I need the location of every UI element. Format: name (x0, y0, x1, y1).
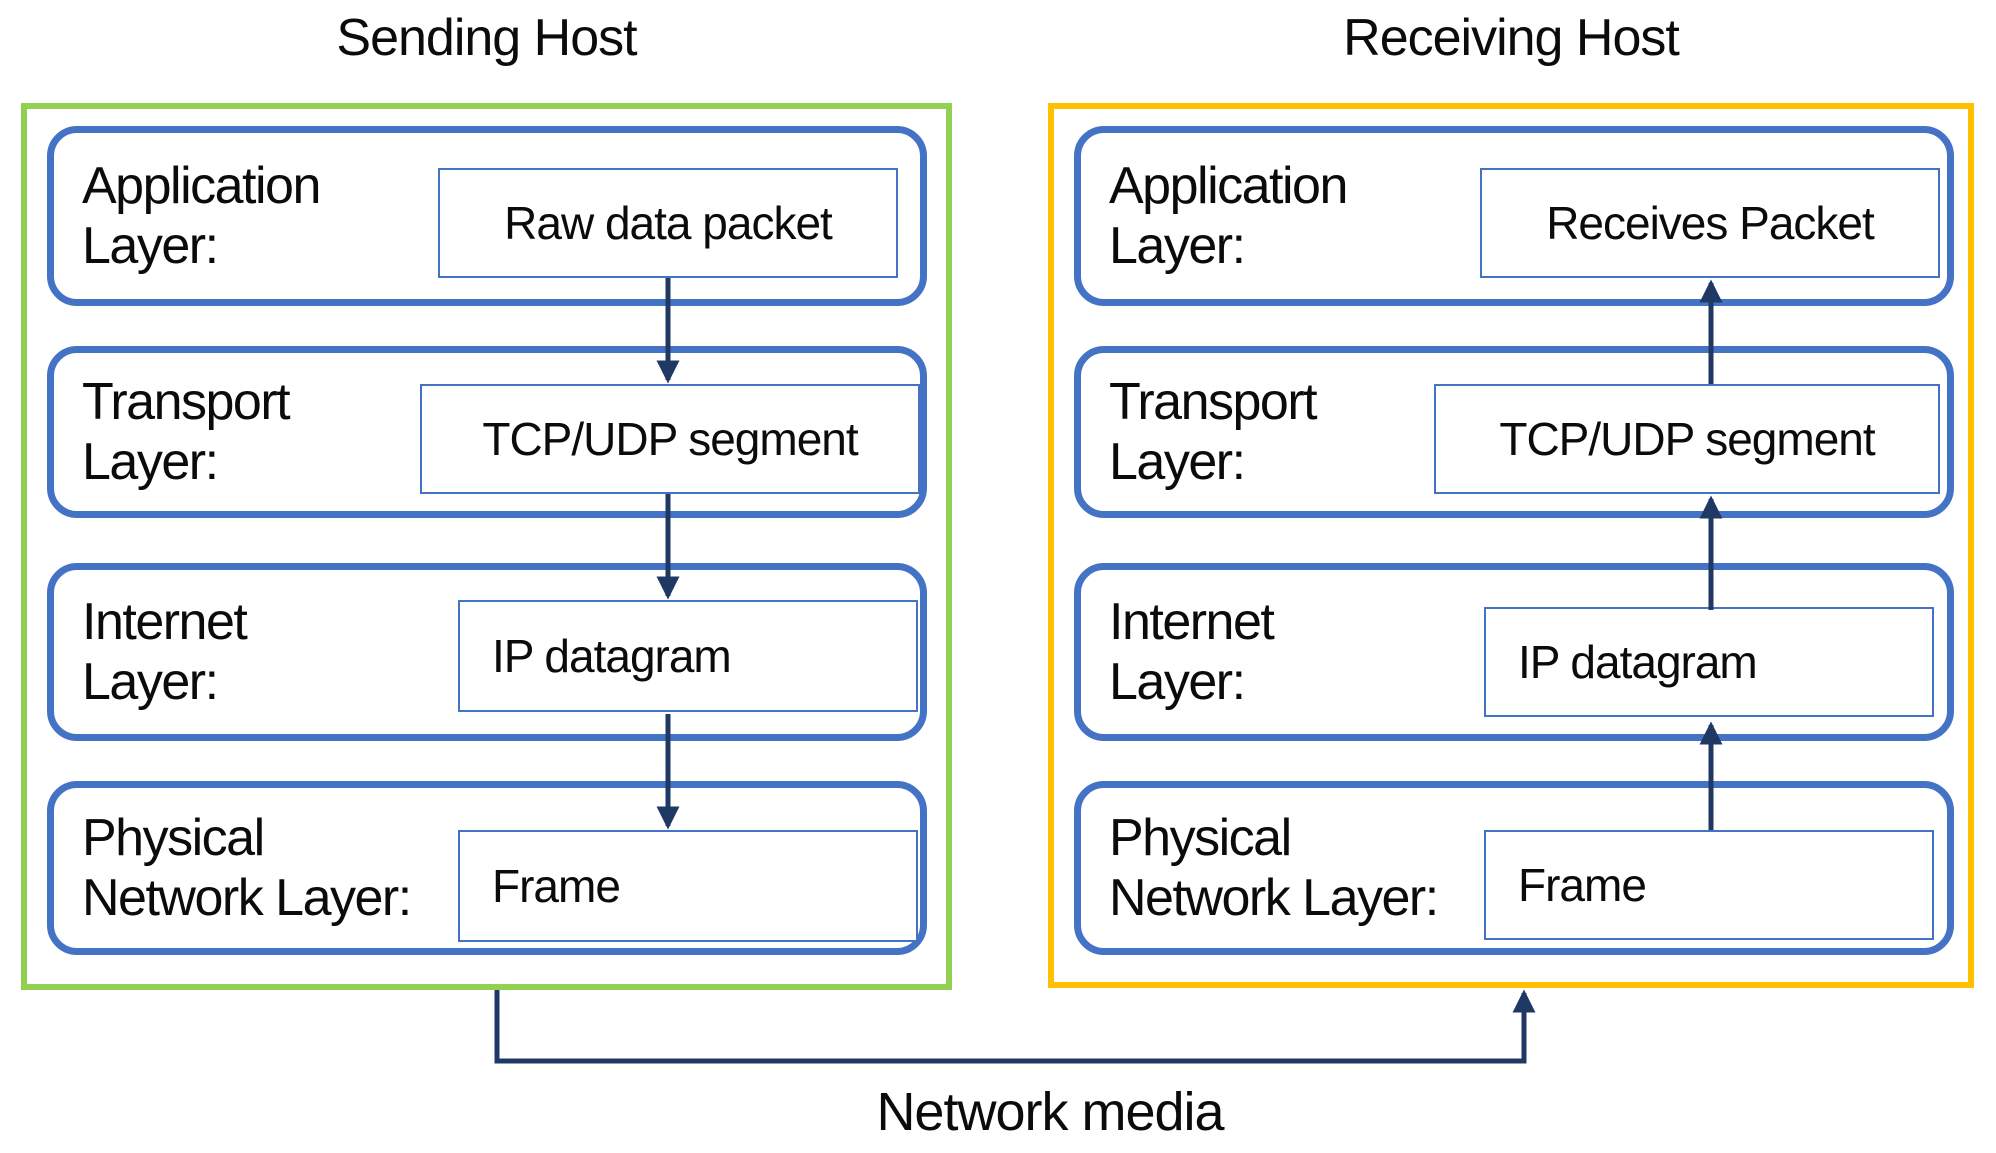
sending-host-container: Application Layer: Raw data packet Trans… (21, 103, 952, 990)
receiving-physical-layer-box: Physical Network Layer: Frame (1074, 781, 1954, 955)
label-line: Network Layer: (1109, 869, 1439, 927)
sending-frame-box: Frame (458, 830, 918, 942)
receiving-ip-datagram-box: IP datagram (1484, 607, 1934, 717)
network-media-label: Network media (876, 1082, 1224, 1142)
label-line: Layer: (1109, 653, 1246, 711)
receiving-application-layer-label: Application Layer: (1109, 133, 1348, 299)
payload-label: Frame (492, 860, 621, 912)
label-line: Layer: (82, 217, 219, 275)
label-line: Application (82, 157, 321, 215)
label-line: Layer: (1109, 433, 1246, 491)
sending-raw-data-packet-box: Raw data packet (438, 168, 898, 278)
payload-label: Receives Packet (1546, 197, 1875, 249)
receiving-tcp-udp-segment-box: TCP/UDP segment (1434, 384, 1940, 494)
label-line: Layer: (1109, 217, 1246, 275)
label-line: Physical (82, 809, 265, 867)
label-line: Layer: (82, 433, 219, 491)
label-line: Transport (1109, 373, 1318, 431)
sending-tcp-udp-segment-box: TCP/UDP segment (420, 384, 920, 494)
sending-internet-layer-label: Internet Layer: (82, 570, 248, 734)
label-line: Internet (82, 593, 248, 651)
payload-label: Raw data packet (504, 197, 833, 249)
sending-transport-layer-box: Transport Layer: TCP/UDP segment (47, 346, 927, 518)
receiving-host-title: Receiving Host (1343, 9, 1680, 67)
label-line: Network Layer: (82, 869, 412, 927)
receiving-transport-layer-label: Transport Layer: (1109, 353, 1318, 511)
payload-label: IP datagram (492, 630, 732, 682)
label-line: Physical (1109, 809, 1292, 867)
label-line: Transport (82, 373, 291, 431)
sending-physical-layer-label: Physical Network Layer: (82, 788, 412, 948)
sending-internet-layer-box: Internet Layer: IP datagram (47, 563, 927, 741)
sending-ip-datagram-box: IP datagram (458, 600, 918, 712)
payload-label: TCP/UDP segment (1499, 413, 1875, 465)
receiving-internet-layer-box: Internet Layer: IP datagram (1074, 563, 1954, 741)
sending-application-layer-box: Application Layer: Raw data packet (47, 126, 927, 306)
receiving-frame-box: Frame (1484, 830, 1934, 940)
network-media-connector-arrow (494, 989, 1536, 1064)
label-line: Application (1109, 157, 1348, 215)
receiving-transport-layer-box: Transport Layer: TCP/UDP segment (1074, 346, 1954, 518)
receiving-host-container: Application Layer: Receives Packet Trans… (1048, 103, 1974, 988)
sending-application-layer-label: Application Layer: (82, 133, 321, 299)
payload-label: TCP/UDP segment (482, 413, 858, 465)
sending-physical-layer-box: Physical Network Layer: Frame (47, 781, 927, 955)
receiving-application-layer-box: Application Layer: Receives Packet (1074, 126, 1954, 306)
receiving-physical-layer-label: Physical Network Layer: (1109, 788, 1439, 948)
receiving-receives-packet-box: Receives Packet (1480, 168, 1940, 278)
label-line: Layer: (82, 653, 219, 711)
sending-host-title: Sending Host (336, 9, 637, 67)
payload-label: IP datagram (1518, 636, 1758, 688)
sending-transport-layer-label: Transport Layer: (82, 353, 291, 511)
receiving-internet-layer-label: Internet Layer: (1109, 570, 1275, 734)
payload-label: Frame (1518, 859, 1647, 911)
label-line: Internet (1109, 593, 1275, 651)
